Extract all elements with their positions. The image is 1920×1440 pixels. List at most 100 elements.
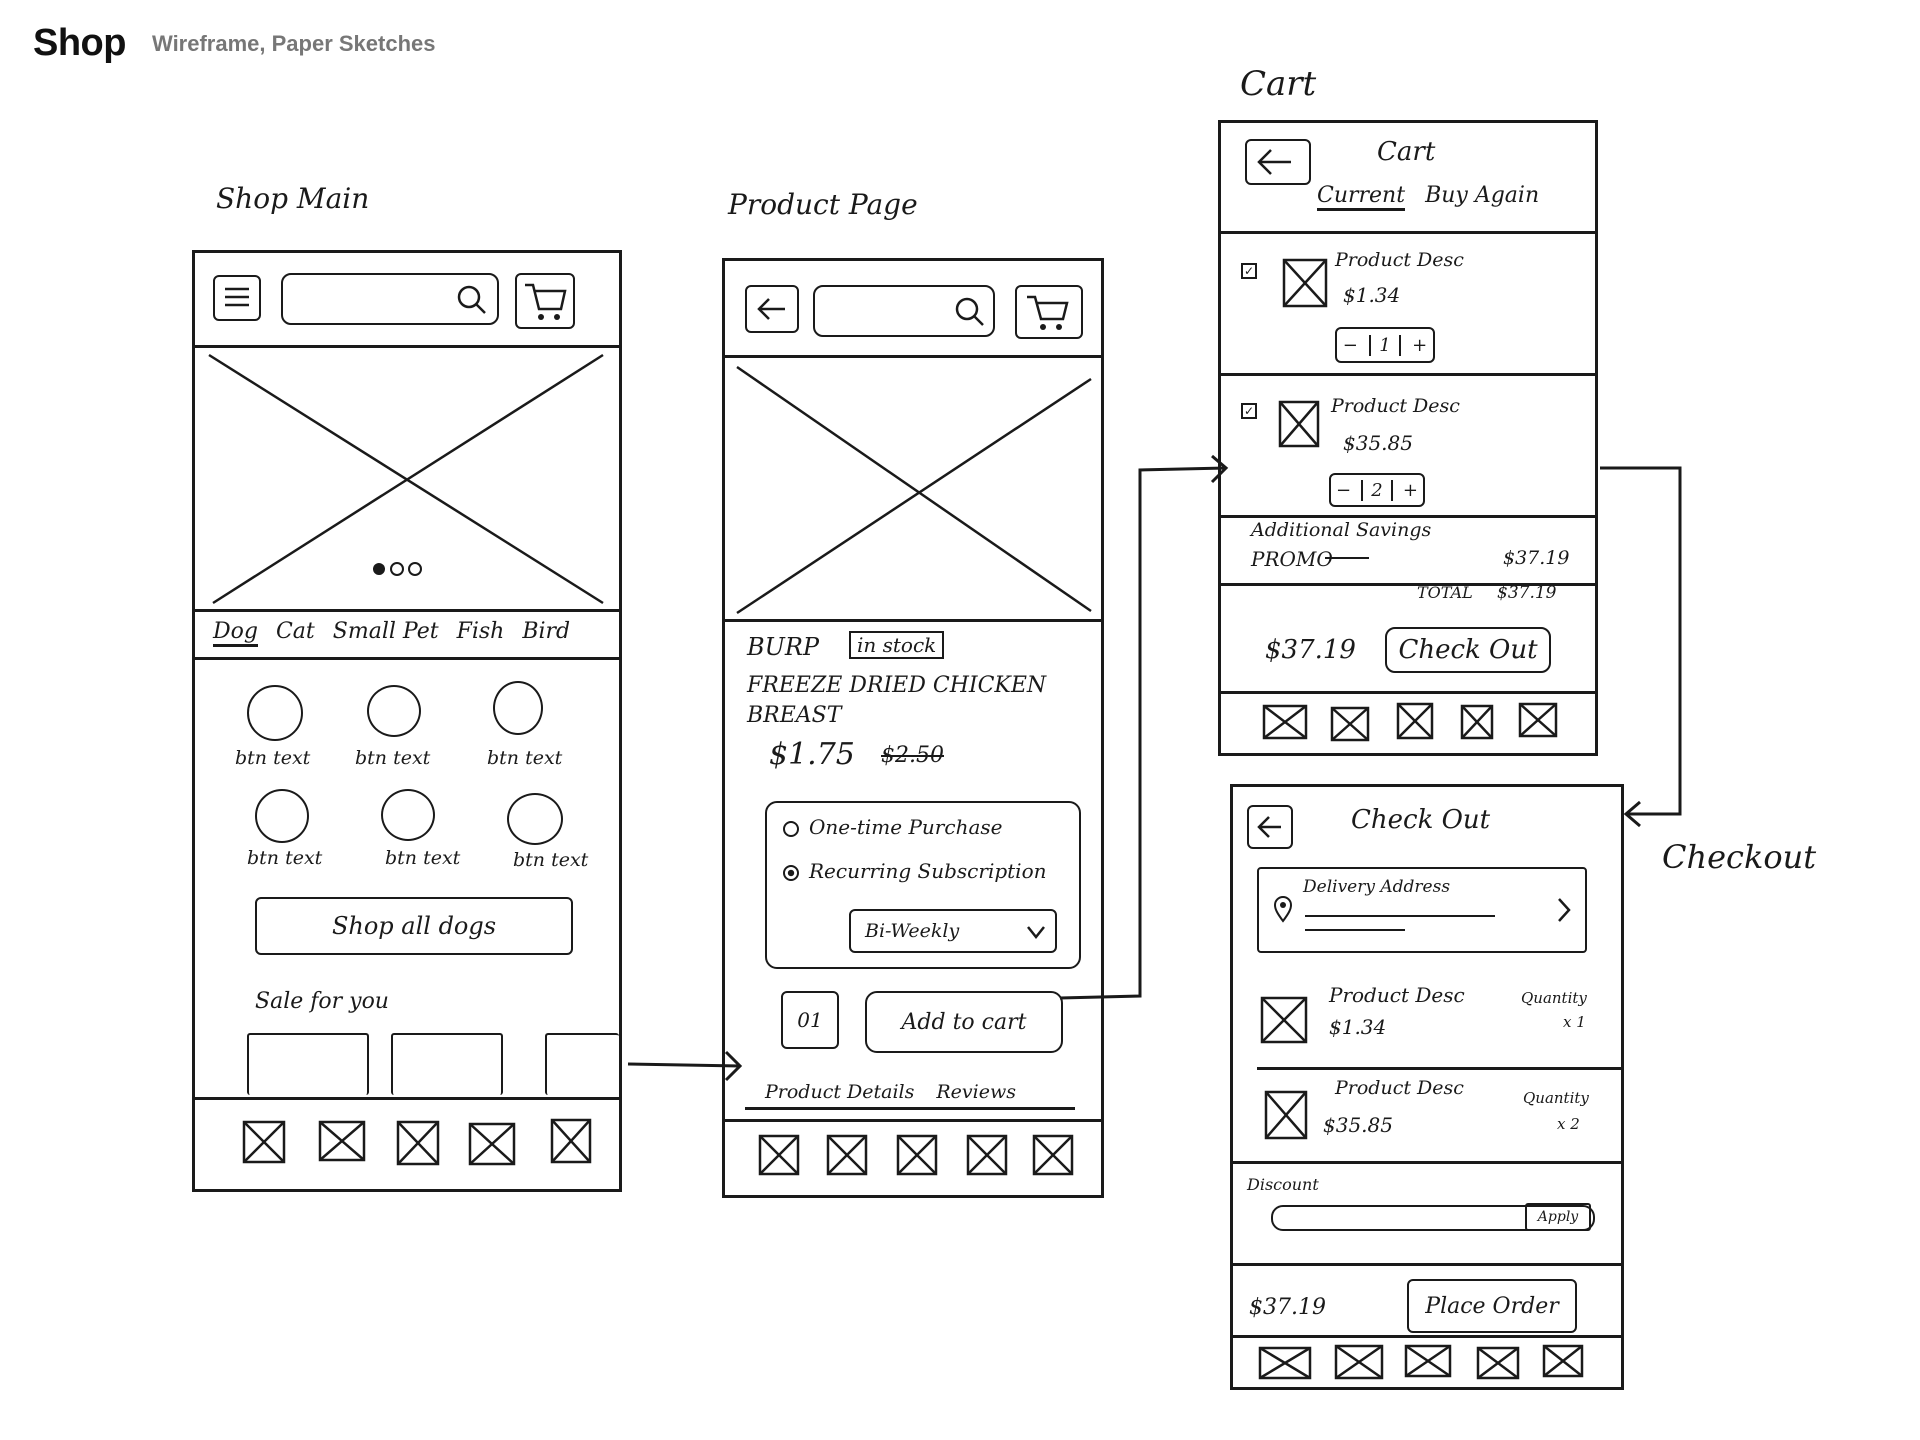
- nav-placeholder-icon[interactable]: [1257, 1345, 1313, 1381]
- item-price: $35.85: [1343, 431, 1413, 455]
- item-image-placeholder: [1282, 258, 1328, 308]
- quantity-label: Quantity: [1523, 1089, 1589, 1107]
- tab-current[interactable]: Current: [1317, 183, 1406, 211]
- back-button[interactable]: [1247, 805, 1293, 849]
- nav-placeholder-icon[interactable]: [317, 1119, 367, 1163]
- category-circle-button[interactable]: [367, 685, 421, 737]
- nav-placeholder-icon[interactable]: [395, 1119, 441, 1167]
- frequency-select[interactable]: Bi-Weekly: [849, 909, 1057, 953]
- item-checkbox[interactable]: ✓: [1241, 403, 1257, 419]
- category-circle-button[interactable]: [507, 793, 563, 845]
- radio-selected-icon: [783, 865, 799, 881]
- apply-button-label: Apply: [1537, 1209, 1579, 1225]
- add-to-cart-button[interactable]: Add to cart: [865, 991, 1063, 1053]
- hero-image-placeholder: [208, 353, 604, 605]
- option-one-time[interactable]: One-time Purchase: [783, 815, 1002, 839]
- back-arrow-icon: [1257, 149, 1291, 175]
- category-circle-button[interactable]: [381, 789, 435, 841]
- savings-label: Additional Savings: [1251, 519, 1432, 541]
- nav-placeholder-icon[interactable]: [549, 1117, 593, 1165]
- discount-input[interactable]: Apply: [1271, 1203, 1595, 1231]
- nav-placeholder-icon[interactable]: [467, 1121, 517, 1167]
- sale-card[interactable]: [391, 1033, 503, 1095]
- nav-placeholder-icon[interactable]: [1517, 701, 1559, 739]
- quantity-field[interactable]: 01: [781, 991, 839, 1049]
- product-tabs: Product Details Reviews: [765, 1081, 1016, 1103]
- item-image-placeholder: [1278, 400, 1320, 448]
- nav-placeholder-icon[interactable]: [1475, 1345, 1521, 1381]
- category-circle-button[interactable]: [493, 681, 543, 735]
- discount-label: Discount: [1247, 1175, 1319, 1194]
- checkout-button[interactable]: Check Out: [1385, 627, 1551, 673]
- menu-icon[interactable]: [213, 275, 261, 321]
- nav-placeholder-icon[interactable]: [965, 1133, 1009, 1177]
- decrement-button[interactable]: −: [1336, 479, 1352, 501]
- tab-buy-again[interactable]: Buy Again: [1425, 183, 1540, 208]
- place-order-button[interactable]: Place Order: [1407, 1279, 1577, 1333]
- nav-placeholder-icon[interactable]: [1395, 701, 1435, 741]
- search-input[interactable]: [813, 285, 995, 337]
- nav-placeholder-icon[interactable]: [1459, 703, 1495, 741]
- total-label: TOTAL: [1417, 583, 1473, 602]
- increment-button[interactable]: +: [1412, 334, 1428, 356]
- quantity-label: Quantity: [1521, 989, 1587, 1007]
- tab-bird[interactable]: Bird: [522, 619, 571, 644]
- category-circle-button[interactable]: [247, 685, 303, 741]
- sale-card[interactable]: [247, 1033, 369, 1095]
- product-image-placeholder: [736, 365, 1092, 615]
- address-line: [1305, 915, 1495, 917]
- screen-label-shop-main: Shop Main: [216, 182, 370, 215]
- nav-placeholder-icon[interactable]: [1403, 1343, 1453, 1379]
- stock-badge: in stock: [849, 631, 945, 659]
- option-recurring[interactable]: Recurring Subscription: [783, 859, 1047, 883]
- search-icon: [955, 297, 984, 326]
- cart-icon: [1027, 295, 1069, 330]
- sale-card[interactable]: [545, 1033, 619, 1095]
- nav-placeholder-icon[interactable]: [1261, 703, 1309, 741]
- frequency-value: Bi-Weekly: [865, 920, 960, 942]
- increment-button[interactable]: +: [1402, 479, 1418, 501]
- decrement-button[interactable]: −: [1342, 334, 1358, 356]
- quantity-stepper[interactable]: − 1 +: [1335, 327, 1435, 363]
- back-button[interactable]: [745, 285, 799, 333]
- circle-button-label: btn text: [355, 747, 431, 769]
- nav-placeholder-icon[interactable]: [241, 1119, 287, 1165]
- nav-placeholder-icon[interactable]: [1329, 705, 1371, 743]
- cart-button[interactable]: [1015, 285, 1083, 339]
- search-input[interactable]: [281, 273, 499, 325]
- tab-product-details[interactable]: Product Details: [765, 1081, 915, 1103]
- search-icon: [457, 285, 486, 314]
- tab-reviews[interactable]: Reviews: [936, 1081, 1016, 1103]
- circle-button-label: btn text: [235, 747, 311, 769]
- cart-button[interactable]: [515, 273, 575, 329]
- apply-button[interactable]: Apply: [1525, 1203, 1591, 1231]
- checkout-total: $37.19: [1249, 1295, 1326, 1320]
- delivery-address-field[interactable]: Delivery Address: [1257, 867, 1587, 953]
- tab-small-pet[interactable]: Small Pet: [332, 619, 439, 644]
- chevron-down-icon: [1027, 926, 1045, 940]
- item-name: Product Desc: [1331, 395, 1460, 417]
- sale-section-label: Sale for you: [255, 989, 389, 1014]
- item-price: $1.34: [1329, 1015, 1387, 1039]
- back-button[interactable]: [1245, 139, 1311, 185]
- nav-placeholder-icon[interactable]: [757, 1133, 801, 1177]
- item-checkbox[interactable]: ✓: [1241, 263, 1257, 279]
- flow-arrow-cart-to-checkout: [1600, 466, 1682, 816]
- shop-all-button[interactable]: Shop all dogs: [255, 897, 573, 955]
- quantity-value: x 1: [1563, 1013, 1586, 1031]
- nav-placeholder-icon[interactable]: [1031, 1133, 1075, 1177]
- chevron-right-icon: [1558, 898, 1571, 922]
- cart-footer-total: $37.19: [1265, 635, 1356, 665]
- tab-fish[interactable]: Fish: [456, 619, 505, 644]
- nav-placeholder-icon[interactable]: [1333, 1343, 1385, 1381]
- delivery-address-label: Delivery Address: [1303, 877, 1451, 897]
- nav-placeholder-icon[interactable]: [825, 1133, 869, 1177]
- category-circle-button[interactable]: [255, 789, 309, 843]
- nav-placeholder-icon[interactable]: [895, 1133, 939, 1177]
- tab-cat[interactable]: Cat: [275, 619, 315, 644]
- screen-label-product-page: Product Page: [728, 188, 918, 221]
- quantity-stepper[interactable]: − 2 +: [1329, 473, 1425, 507]
- tab-dog[interactable]: Dog: [213, 619, 258, 647]
- nav-placeholder-icon[interactable]: [1541, 1343, 1585, 1379]
- circle-button-label: btn text: [513, 849, 589, 871]
